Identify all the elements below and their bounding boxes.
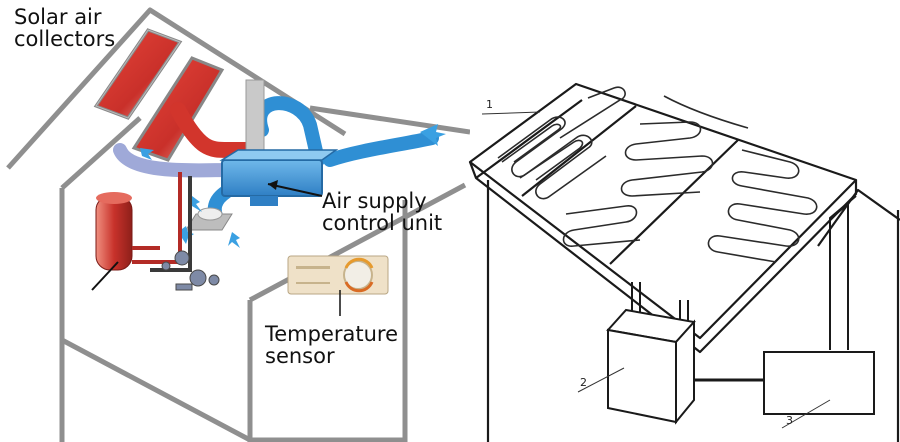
callout-leaders bbox=[481, 111, 831, 429]
pointer-tank bbox=[91, 261, 119, 291]
house-outline bbox=[6, 7, 470, 442]
label-air-supply-control-unit: Air supply control unit bbox=[322, 189, 443, 236]
hot-water-tank bbox=[95, 192, 133, 271]
left-house-diagram bbox=[6, 7, 470, 442]
temperature-sensor-panel bbox=[287, 255, 389, 295]
callout-2: 2 bbox=[580, 376, 587, 389]
controller-box bbox=[763, 351, 875, 415]
collector-roof-panel bbox=[468, 82, 858, 340]
ceiling-diffuser bbox=[185, 207, 233, 231]
collector-divider-2 bbox=[609, 139, 739, 265]
pointer-control-unit bbox=[267, 180, 323, 197]
house-gable bbox=[817, 188, 900, 247]
label-solar-air-collectors: Solar air collectors bbox=[14, 5, 116, 52]
pump-valves bbox=[161, 250, 220, 291]
air-supply-control-unit bbox=[219, 149, 339, 206]
serpentine-tubes bbox=[497, 86, 818, 263]
hot-air-duct bbox=[170, 102, 254, 158]
down-pipes bbox=[631, 195, 857, 350]
callout-3: 3 bbox=[786, 414, 793, 427]
collector-divider-1 bbox=[521, 105, 637, 197]
callout-1: 1 bbox=[486, 98, 493, 111]
storage-tank bbox=[606, 308, 696, 425]
label-temperature-sensor: Temperature sensor bbox=[265, 322, 399, 369]
